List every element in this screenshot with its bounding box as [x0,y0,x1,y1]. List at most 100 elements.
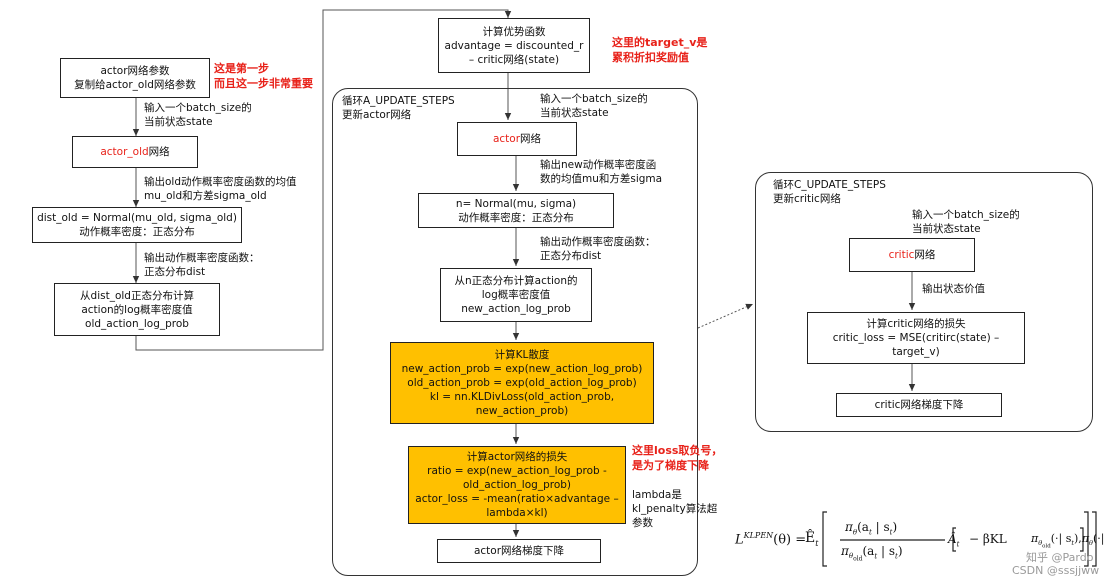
critic-update-loop-panel [755,172,1093,432]
advantage-line3: – critic网络(state) [468,53,560,66]
formula-kl-policies-text-final: πθold(·| st),πθ(·| st) [1031,532,1105,550]
first-step-note: 这是第一步 而且这一步非常重要 [214,61,313,91]
new-mu-sigma-label: 输出new动作概率密度函 数的均值mu和方差sigma [540,158,662,186]
old-log-prob-box: 从dist_old正态分布计算 action的log概率密度值 old_acti… [54,283,220,336]
kl-line2: new_action_prob = exp(new_action_log_pro… [401,363,643,375]
actor-old-name: actor_old [100,146,149,158]
actor-loss-line2: ratio = exp(new_action_log_prob - [427,465,607,477]
input-state-left-line1: 输入一个batch_size的 [144,102,252,114]
critic-network-box: critic 网络 [849,238,975,272]
dist-old-box: dist_old = Normal(mu_old, sigma_old) 动作概… [32,207,242,243]
new-mu-sigma-line1: 输出new动作概率密度函 [540,159,657,171]
actor-old-network-box: actor_old 网络 [72,136,198,168]
advantage-line1: 计算优势函数 [482,25,546,38]
negative-loss-note-line2: 是为了梯度下降 [632,459,709,472]
advantage-box: 计算优势函数 advantage = discounted_r – critic… [438,18,590,73]
first-step-note-line2: 而且这一步非常重要 [214,77,313,90]
formula-brackets [822,511,1097,567]
new-normal-line2: 动作概率密度：正态分布 [458,211,574,224]
kl-penalty-formula: LKLPEN(θ) = Êt πθ(at | st) πθold(at | st… [735,516,1105,572]
formula-numerator: πθ(at | st) [845,520,898,537]
critic-loss-line1: 计算critic网络的损失 [866,318,966,330]
old-log-prob-line3: old_action_log_prob [85,317,189,330]
new-normal-line1: n= Normal(mu, sigma) [455,197,577,210]
lambda-note-line2: kl_penalty算法超 [632,503,718,515]
lambda-note-line1: lambda是 [632,489,682,501]
output-dist-left-line2: 正态分布dist [144,266,206,278]
lambda-note: lambda是 kl_penalty算法超 参数 [632,488,717,530]
output-dist-label-left: 输出动作概率密度函数： 正态分布dist [144,251,260,279]
output-value-label: 输出状态价值 [922,282,985,296]
target-v-note-line2: 累积折扣奖励值 [612,51,689,64]
actor-gradient-descent-box: actor网络梯度下降 [437,539,601,563]
critic-loss-line3: target_v) [892,346,940,358]
input-state-actor-line1: 输入一个batch_size的 [540,93,648,105]
kl-line1: 计算KL散度 [494,349,550,361]
kl-line3: old_action_prob = exp(old_action_log_pro… [407,377,637,389]
old-log-prob-line1: 从dist_old正态分布计算 [80,289,194,302]
critic-loop-title-line2: 更新critic网络 [773,193,841,205]
advantage-line2: advantage = discounted_r [444,39,584,52]
new-log-prob-line1: 从n正态分布计算action的 [454,275,578,287]
critic-loop-title: 循环C_UPDATE_STEPS 更新critic网络 [773,178,886,206]
lambda-note-line3: 参数 [632,517,653,529]
actor-loss-line4: actor_loss = -mean(ratio×advantage – [415,493,619,505]
formula-kl-term: − βKL [969,532,1007,546]
actor-loop-title: 循环A_UPDATE_STEPS 更新actor网络 [342,94,455,122]
critic-descent-text: critic网络梯度下降 [874,399,964,411]
critic-gradient-descent-box: critic网络梯度下降 [836,393,1002,417]
negative-loss-note: 这里loss取负号， 是为了梯度下降 [632,443,722,473]
new-normal-box: n= Normal(mu, sigma) 动作概率密度：正态分布 [418,193,614,228]
input-state-critic-line2: 当前状态state [912,223,981,235]
negative-loss-note-line1: 这里loss取负号， [632,444,723,457]
first-step-note-line1: 这是第一步 [214,62,269,75]
actor-loss-line5: lambda×kl) [486,507,548,519]
output-dist-left-line1: 输出动作概率密度函数： [144,252,260,264]
new-log-prob-line2: log概率密度值 [481,289,551,301]
actor-params-line2: 复制给actor_old网络参数 [74,79,196,91]
formula-advantage: Ât [948,532,960,549]
actor-loss-line3: old_action_log_prob) [462,479,572,491]
critic-suffix: 网络 [914,249,936,261]
new-log-prob-box: 从n正态分布计算action的 log概率密度值 new_action_log_… [440,268,592,322]
target-v-note-line1: 这里的target_v是 [612,36,708,49]
formula-denominator: πθold(at | st) [841,544,903,563]
input-state-critic-line1: 输入一个batch_size的 [912,209,1020,221]
actor-loss-box: 计算actor网络的损失 ratio = exp(new_action_log_… [408,446,626,524]
actor-name: actor [492,133,521,145]
old-log-prob-line2: action的log概率密度值 [81,303,193,316]
old-mu-sigma-line1: 输出old动作概率密度函数的均值 [144,176,297,188]
output-value-text: 输出状态价值 [922,283,985,295]
actor-loss-line1: 计算actor网络的损失 [466,451,568,463]
dist-old-line2: 动作概率密度：正态分布 [79,226,195,238]
output-dist-actor-line1: 输出动作概率密度函数： [540,236,656,248]
actor-old-suffix: 网络 [148,146,170,158]
arrow-actor-loop-to-critic-loop [697,303,754,329]
critic-loss-box: 计算critic网络的损失 critic_loss = MSE(critirc(… [807,312,1025,364]
new-mu-sigma-line2: 数的均值mu和方差sigma [540,173,663,185]
actor-params-line1: actor网络参数 [100,65,170,77]
output-dist-actor-line2: 正态分布dist [540,250,602,262]
watermark-zhihu: 知乎 @Pardo [1026,551,1094,564]
input-state-label-critic: 输入一个batch_size的 当前状态state [912,208,1020,236]
actor-network-box: actor 网络 [457,122,577,156]
actor-params-box: actor网络参数 复制给actor_old网络参数 [60,58,210,98]
actor-descent-text: actor网络梯度下降 [473,545,565,557]
elbow-left-to-advantage [135,9,512,351]
watermark-csdn: CSDN @sssjjww [1012,564,1100,577]
critic-name: critic [888,249,915,261]
input-state-actor-line2: 当前状态state [540,107,609,119]
actor-loop-title-line1: 循环A_UPDATE_STEPS [342,95,455,107]
target-v-note: 这里的target_v是 累积折扣奖励值 [612,35,707,65]
kl-line5: new_action_prob) [475,405,569,417]
input-state-label-actor: 输入一个batch_size的 当前状态state [540,92,648,120]
output-dist-label-actor: 输出动作概率密度函数： 正态分布dist [540,235,656,263]
formula-lhs: LKLPEN(θ) = [735,531,807,548]
dist-old-line1: dist_old = Normal(mu_old, sigma_old) [37,212,237,224]
actor-update-loop-panel [332,88,698,576]
kl-divergence-box: 计算KL散度 new_action_prob = exp(new_action_… [390,342,654,424]
critic-loop-title-line1: 循环C_UPDATE_STEPS [773,179,886,191]
old-mu-sigma-label: 输出old动作概率密度函数的均值 mu_old和方差sigma_old [144,175,297,203]
kl-line4: kl = nn.KLDivLoss(old_action_prob, [429,391,615,403]
